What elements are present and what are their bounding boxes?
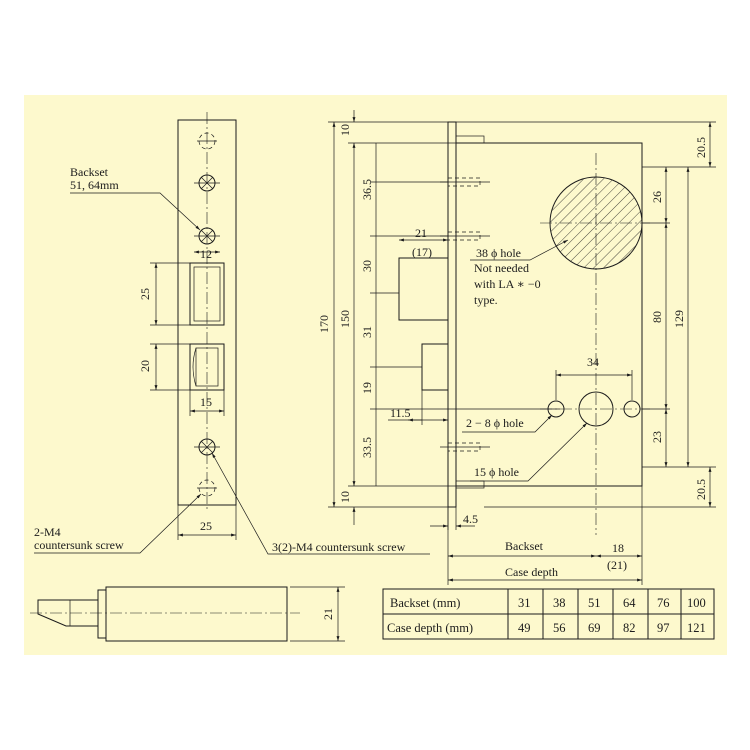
screw-hole-2 bbox=[194, 227, 220, 245]
dim-34-label: 34 bbox=[587, 355, 599, 369]
bolt-bottom bbox=[37, 599, 99, 627]
dim-20-label: 20 bbox=[138, 360, 152, 372]
front-view: 12 25 20 15 25 Backset 51, 64mm 2-M4 cou… bbox=[34, 112, 430, 555]
dim-170: 170 bbox=[317, 315, 331, 333]
side-view: 34 10 36.5 30 31 19 33.5 10 170 150 2 bbox=[317, 110, 716, 585]
table-cell: 69 bbox=[588, 621, 601, 635]
backset-leader bbox=[70, 192, 201, 231]
dim-20-5-top: 20.5 bbox=[694, 137, 708, 158]
dim-19: 19 bbox=[360, 382, 374, 394]
table-cell: 31 bbox=[518, 596, 531, 610]
hole-15-label: 15 ϕ hole bbox=[474, 465, 519, 479]
dimension-table: Backset (mm) 31 38 51 64 76 100 Case dep… bbox=[382, 588, 715, 640]
screw-hole-1 bbox=[194, 174, 220, 192]
label-2m4-line2: countersunk screw bbox=[34, 538, 124, 552]
dim-30: 30 bbox=[360, 260, 374, 272]
dim-150: 150 bbox=[338, 310, 352, 328]
dim-15-label: 15 bbox=[200, 395, 212, 409]
table-cell: 64 bbox=[623, 596, 636, 610]
latch-bolt-inner bbox=[193, 266, 221, 322]
side-latch-bolt bbox=[398, 257, 449, 321]
dim-10-top: 10 bbox=[338, 124, 352, 136]
label-3m4: 3(2)-M4 countersunk screw bbox=[272, 540, 406, 554]
dim-21-paren: (21) bbox=[607, 558, 627, 572]
deadbolt-opening bbox=[189, 343, 225, 391]
hole-38-label-4: type. bbox=[474, 293, 498, 307]
latch-bolt-opening bbox=[189, 262, 225, 326]
table-cell: 97 bbox=[657, 621, 670, 635]
dim-4-5: 4.5 bbox=[463, 512, 478, 526]
table-row-backset-label: Backset (mm) bbox=[390, 596, 460, 610]
bottom-view: 21 bbox=[30, 586, 345, 642]
deadbolt-curve bbox=[192, 347, 197, 387]
backset-values: 51, 64mm bbox=[70, 178, 119, 192]
table-cell: 82 bbox=[623, 621, 636, 635]
backset-label: Backset bbox=[70, 165, 109, 179]
hole-38-label-1: 38 ϕ hole bbox=[476, 246, 521, 260]
table-row-case-depth-label: Case depth (mm) bbox=[387, 621, 473, 635]
dim-21-bottom-label: 21 bbox=[321, 608, 335, 620]
dim-12-label: 12 bbox=[200, 247, 212, 261]
table-cell: 100 bbox=[687, 596, 706, 610]
table-cell: 38 bbox=[553, 596, 566, 610]
dim-26: 26 bbox=[650, 191, 664, 203]
table-cell: 49 bbox=[518, 621, 531, 635]
table-cell: 121 bbox=[687, 621, 706, 635]
case-bottom-outline bbox=[105, 586, 288, 642]
deadbolt-inner bbox=[195, 347, 219, 387]
screw-hole-3 bbox=[194, 438, 220, 456]
label-2m4-line1: 2-M4 bbox=[34, 525, 61, 539]
left-dimension-lines bbox=[328, 110, 560, 525]
backset-dim-label: Backset bbox=[505, 539, 544, 553]
dim-17: (17) bbox=[412, 245, 432, 259]
dim-18: 18 bbox=[612, 541, 624, 555]
screw-hole-top-dashed bbox=[197, 132, 217, 150]
dim-33-5: 33.5 bbox=[360, 437, 374, 458]
screw-hole-bottom-dashed bbox=[197, 479, 217, 497]
table-cell: 56 bbox=[553, 621, 566, 635]
dim-11-5: 11.5 bbox=[390, 406, 411, 420]
table-cell: 76 bbox=[657, 596, 670, 610]
dim-80: 80 bbox=[650, 311, 664, 323]
dim-21-side: 21 bbox=[415, 226, 427, 240]
hole-38-label-3: with LA ∗ −0 bbox=[474, 277, 541, 291]
dim-10-bottom: 10 bbox=[338, 491, 352, 503]
dim-23: 23 bbox=[650, 431, 664, 443]
right-dimension-lines bbox=[456, 121, 716, 508]
dim-129: 129 bbox=[672, 310, 686, 328]
dim-25-bottom-label: 25 bbox=[200, 519, 212, 533]
dim-36-5: 36.5 bbox=[360, 179, 374, 200]
dim-31: 31 bbox=[360, 326, 374, 338]
table-cell: 51 bbox=[588, 596, 601, 610]
side-deadbolt bbox=[421, 343, 449, 391]
side-faceplate bbox=[447, 121, 457, 508]
dim-25-label: 25 bbox=[138, 288, 152, 300]
label-2m4-leader bbox=[34, 493, 202, 554]
hole-15 bbox=[578, 391, 614, 427]
hole-38-label-2: Not needed bbox=[474, 261, 529, 275]
hole-8-label: 2 − 8 ϕ hole bbox=[466, 416, 524, 430]
faceplate-screws bbox=[440, 135, 490, 489]
faceplate-bottom bbox=[97, 589, 107, 639]
case-depth-label: Case depth bbox=[505, 565, 558, 579]
label-3m4-leader bbox=[211, 452, 430, 555]
case-body bbox=[455, 142, 643, 487]
dim-20-5-bottom: 20.5 bbox=[694, 479, 708, 500]
